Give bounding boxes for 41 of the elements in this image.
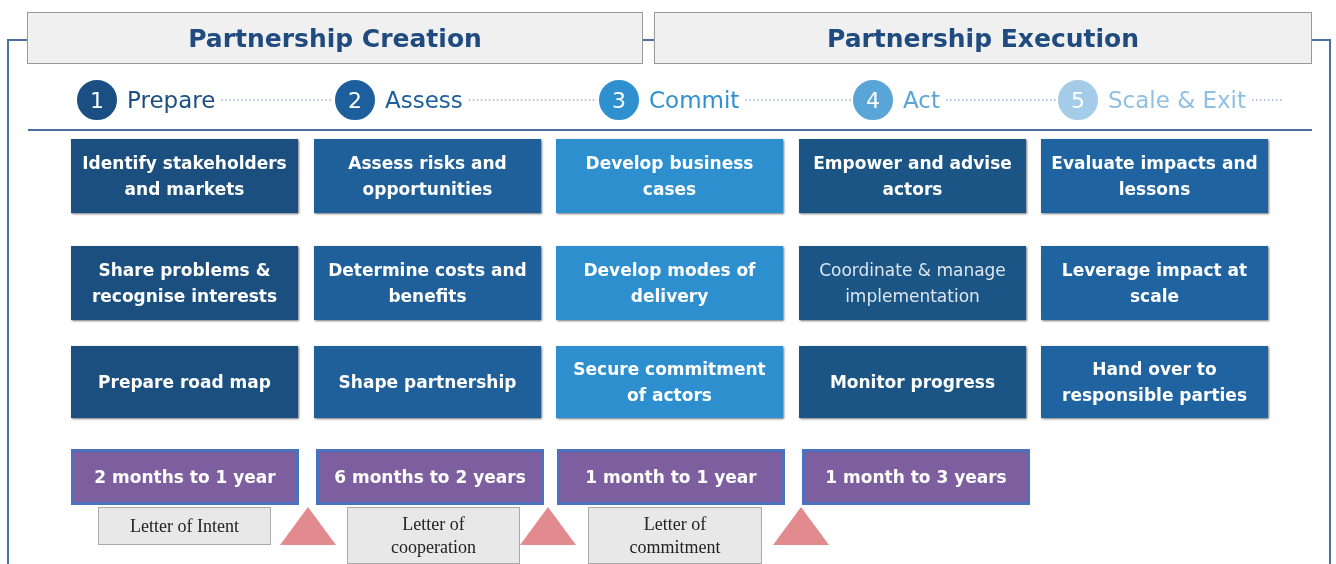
step-label: Prepare xyxy=(127,87,216,113)
activity-box: Evaluate impacts and lessons xyxy=(1041,139,1268,213)
step-number-circle: 4 xyxy=(851,78,895,122)
dotted-connector xyxy=(220,99,334,101)
activity-box: Empower and advise actors xyxy=(799,139,1026,213)
step-label: Scale & Exit xyxy=(1108,87,1246,113)
phase-header: Partnership Execution xyxy=(654,12,1312,64)
step-label: Assess xyxy=(385,87,463,113)
activity-box: Coordinate & manage implementation xyxy=(799,246,1026,320)
step-number-circle: 1 xyxy=(75,78,119,122)
duration-box: 6 months to 2 years xyxy=(316,449,544,505)
dotted-connector xyxy=(945,99,1057,101)
duration-box: 2 months to 1 year xyxy=(71,449,299,505)
activity-box: Secure commitment of actors xyxy=(556,346,783,418)
duration-box: 1 month to 1 year xyxy=(557,449,785,505)
activity-box: Prepare road map xyxy=(71,346,298,418)
activity-box: Monitor progress xyxy=(799,346,1026,418)
activity-box: Hand over to responsible parties xyxy=(1041,346,1268,418)
activity-box: Develop business cases xyxy=(556,139,783,213)
step-number-circle: 3 xyxy=(597,78,641,122)
activity-box: Determine costs and benefits xyxy=(314,246,541,320)
milestone-triangle xyxy=(520,507,576,545)
activity-box: Shape partnership xyxy=(314,346,541,418)
step-label: Commit xyxy=(649,87,740,113)
phase-header: Partnership Creation xyxy=(27,12,643,64)
step-number-circle: 2 xyxy=(333,78,377,122)
milestone-triangle xyxy=(773,507,829,545)
step-number-circle: 5 xyxy=(1056,78,1100,122)
activity-box: Identify stakeholders and markets xyxy=(71,139,298,213)
dotted-connector xyxy=(744,99,852,101)
document-box: Letter of commitment xyxy=(588,507,762,564)
document-box: Letter of Intent xyxy=(98,507,271,545)
dotted-connector xyxy=(1251,99,1283,101)
activity-box: Develop modes of delivery xyxy=(556,246,783,320)
activity-box: Assess risks and opportunities xyxy=(314,139,541,213)
step-label: Act xyxy=(903,87,940,113)
activity-box: Share problems & recognise interests xyxy=(71,246,298,320)
document-box: Letter of cooperation xyxy=(347,507,520,564)
milestone-triangle xyxy=(280,507,336,545)
duration-box: 1 month to 3 years xyxy=(802,449,1030,505)
activity-box: Leverage impact at scale xyxy=(1041,246,1268,320)
